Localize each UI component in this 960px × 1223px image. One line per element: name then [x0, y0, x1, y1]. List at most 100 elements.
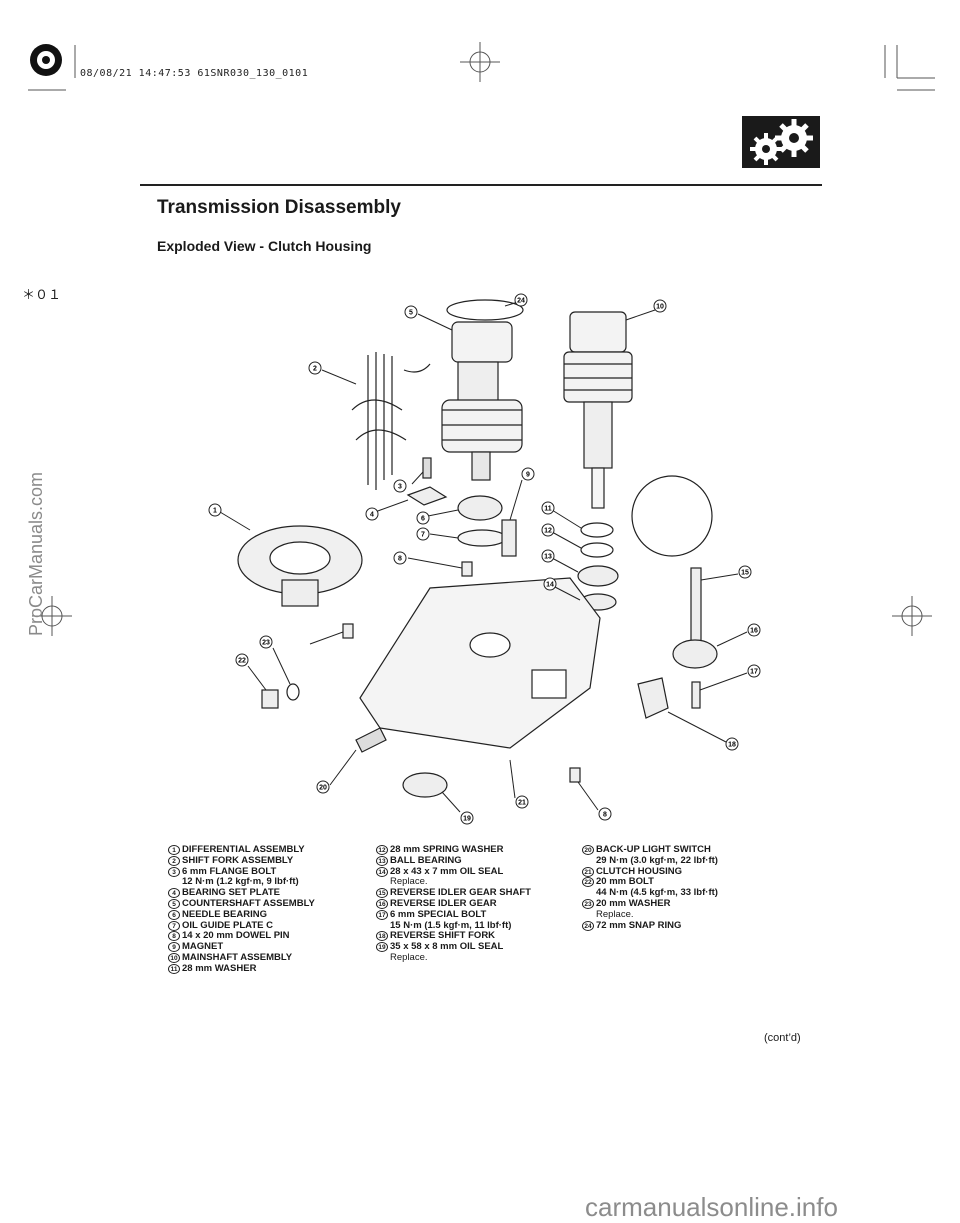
registration-target — [30, 44, 62, 76]
legend-number: 14 — [376, 866, 388, 877]
legend-number: 9 — [168, 942, 180, 953]
legend-number: 2 — [168, 855, 180, 866]
clutch-housing — [359, 577, 601, 749]
countershaft-assembly — [441, 321, 523, 481]
legend-label: DIFFERENTIAL ASSEMBLY — [182, 844, 305, 855]
legend-label: SHIFT FORK ASSEMBLY — [182, 854, 294, 866]
callout-8: 8 — [598, 807, 612, 821]
shift-fork-assembly — [351, 352, 431, 490]
header-rule — [140, 184, 822, 186]
legend-remark: Replace. — [596, 908, 634, 920]
page-title: Transmission Disassembly — [157, 197, 401, 218]
callout-6: 6 — [416, 511, 430, 525]
reverse-shift-fork — [637, 677, 669, 719]
callout-3: 3 — [393, 479, 407, 493]
legend-number: 20 — [582, 845, 594, 855]
legend-label: MAGNET — [182, 941, 224, 953]
legend-label: 28 mm SPRING WASHER — [390, 844, 504, 855]
callout-number: 22 — [238, 658, 246, 665]
callout-2: 2 — [308, 361, 322, 375]
legend-label: BEARING SET PLATE — [182, 887, 280, 899]
legend-label: 6 mm FLANGE BOLT — [182, 865, 277, 877]
callout-number: 4 — [370, 512, 374, 519]
ball-bearing — [577, 565, 619, 587]
snap-ring — [446, 299, 524, 321]
legend-torque-spec: 15 N·m (1.5 kgf·m, 11 lbf·ft) — [390, 919, 512, 931]
callout-number: 8 — [398, 556, 402, 563]
footer-watermark: carmanualsonline.info — [585, 1192, 838, 1222]
callout-number: 13 — [544, 554, 552, 561]
legend-number: 23 — [582, 898, 594, 909]
callout-14: 14 — [543, 577, 557, 591]
continued-label: (cont’d) — [764, 1032, 801, 1044]
legend-label: 20 mm BOLT — [596, 876, 654, 888]
callout-number: 20 — [319, 785, 327, 792]
callout-number: 7 — [421, 532, 425, 539]
legend-label: 20 mm WASHER — [596, 897, 671, 909]
legend-number: 17 — [376, 909, 388, 920]
star-code: ＊０１ — [22, 288, 62, 303]
callout-number: 12 — [544, 528, 552, 535]
section-subtitle: Exploded View - Clutch Housing — [157, 238, 372, 254]
legend-label: 72 mm SNAP RING — [596, 919, 682, 931]
callout-11: 11 — [541, 501, 555, 515]
side-watermark: ProCarManuals.com — [26, 471, 46, 636]
reverse-idler-shaft — [690, 567, 702, 643]
legend-label: NEEDLE BEARING — [182, 908, 267, 920]
callout-number: 16 — [750, 628, 758, 635]
callout-number: 3 — [398, 484, 402, 491]
callout-24: 24 — [514, 293, 528, 307]
callout-number: 6 — [421, 516, 425, 523]
legend-number: 1 — [168, 845, 180, 855]
callout-number: 15 — [741, 570, 749, 577]
callout-8: 8 — [393, 551, 407, 565]
legend-label: REVERSE IDLER GEAR — [390, 897, 497, 909]
legend-number: 19 — [376, 942, 388, 953]
legend-number: 11 — [168, 963, 180, 974]
callout-1: 1 — [208, 503, 222, 517]
gears-icon — [742, 116, 820, 168]
callout-number: 10 — [656, 304, 664, 311]
differential-assembly — [237, 525, 363, 607]
legend-label: 35 x 58 x 8 mm OIL SEAL — [390, 941, 504, 953]
legend-number: 3 — [168, 866, 180, 877]
callout-number: 19 — [463, 816, 471, 823]
legend-label: OIL GUIDE PLATE C — [182, 919, 273, 931]
legend-label: BALL BEARING — [390, 854, 462, 866]
callout-21: 21 — [515, 795, 529, 809]
callout-23: 23 — [259, 635, 273, 649]
legend-number: 16 — [376, 898, 388, 909]
legend-number: 13 — [376, 855, 388, 866]
legend-label: REVERSE SHIFT FORK — [390, 930, 496, 942]
legend-number: 15 — [376, 888, 388, 899]
callout-number: 24 — [517, 298, 525, 305]
dowel-pin — [461, 561, 473, 577]
magnet — [501, 519, 517, 557]
legend-label: 28 mm WASHER — [182, 962, 257, 974]
legend-label: 6 mm SPECIAL BOLT — [390, 908, 487, 920]
callout-10: 10 — [653, 299, 667, 313]
legend-number: 7 — [168, 920, 180, 931]
reverse-idler-gear — [672, 639, 718, 669]
needle-bearing — [457, 495, 503, 521]
legend-remark: Replace. — [390, 876, 428, 888]
legend-number: 22 — [582, 877, 594, 888]
callout-12: 12 — [541, 523, 555, 537]
legend-label: 14 x 20 mm DOWEL PIN — [182, 930, 290, 942]
legend-label: CLUTCH HOUSING — [596, 865, 683, 877]
